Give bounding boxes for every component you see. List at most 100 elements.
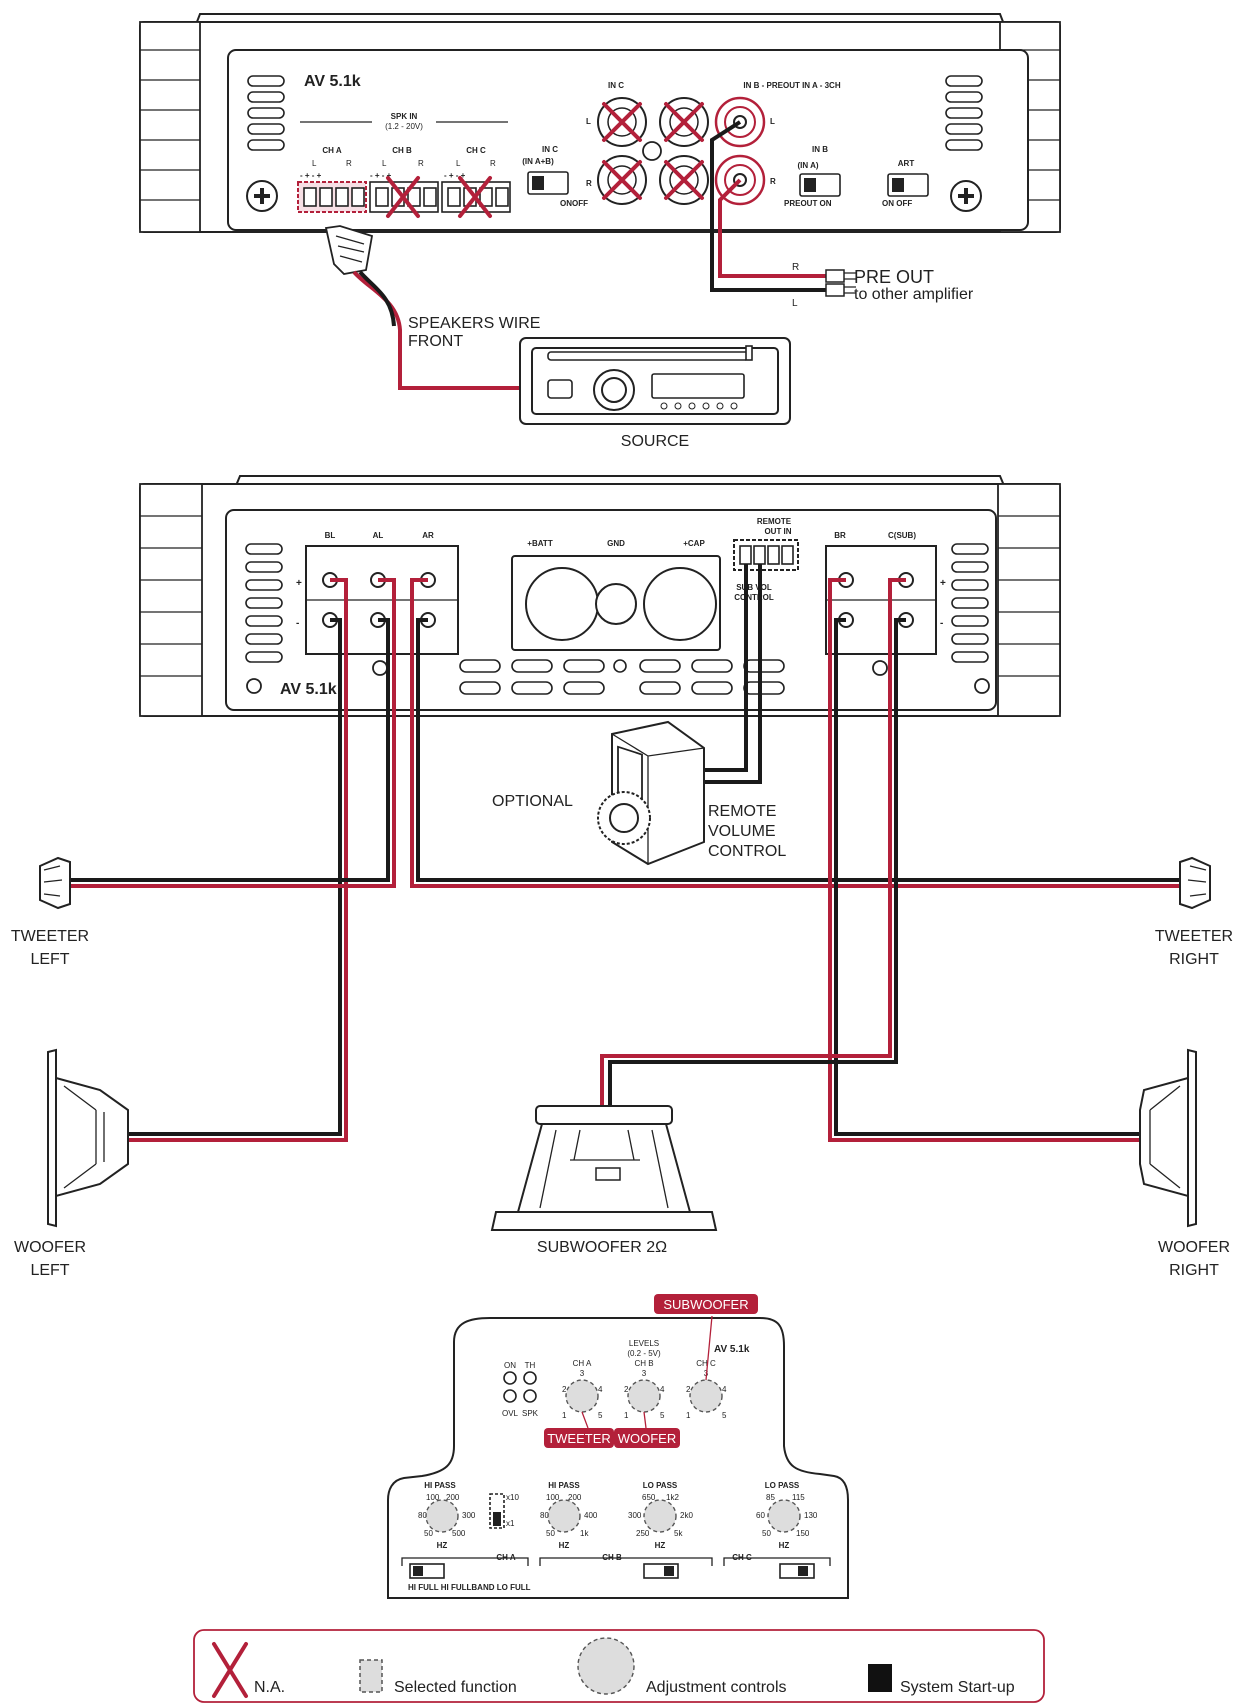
hz-mark: 200 bbox=[568, 1493, 582, 1502]
level-mark: 4 bbox=[660, 1385, 665, 1394]
bl-label: BL bbox=[325, 531, 336, 540]
amp-bottom-model: AV 5.1k bbox=[280, 681, 337, 698]
tweeter-right-label: TWEETER bbox=[1155, 928, 1233, 945]
art-switch-pos: ON OFF bbox=[882, 199, 912, 208]
level-ch-a-knob[interactable] bbox=[565, 1379, 599, 1413]
led-spk-indicator bbox=[523, 1389, 537, 1403]
preout-r: R bbox=[770, 177, 776, 186]
in-c-switch[interactable] bbox=[527, 171, 569, 195]
levels-label: LEVELS bbox=[629, 1339, 659, 1348]
legend-na: N.A. bbox=[254, 1679, 285, 1696]
in-b-sub: (IN A) bbox=[797, 161, 818, 170]
batt-label: +BATT bbox=[527, 539, 553, 548]
pre-out-title: PRE OUT bbox=[854, 267, 934, 287]
x10-x1-switch[interactable] bbox=[489, 1493, 505, 1529]
level-ch-b-label: CH B bbox=[634, 1359, 653, 1368]
ch-a-mode-switch[interactable] bbox=[409, 1563, 445, 1579]
woofer-left-icon bbox=[47, 1048, 129, 1228]
plus-sign: + bbox=[296, 578, 302, 589]
not-available-x-icon bbox=[458, 176, 492, 218]
level-ch-c-knob[interactable] bbox=[689, 1379, 723, 1413]
sub-vol-label: SUB VOL bbox=[736, 583, 772, 592]
panel-model: AV 5.1k bbox=[714, 1344, 750, 1355]
preout-l: L bbox=[770, 117, 775, 126]
adjustment-controls-icon bbox=[577, 1637, 635, 1695]
speaker-wire-front bbox=[324, 225, 520, 390]
hz-mark: 500 bbox=[452, 1529, 466, 1538]
power-terminal-batt[interactable] bbox=[525, 567, 599, 641]
hz-mark: 50 bbox=[762, 1529, 771, 1538]
in-c-switch-pos: ONOFF bbox=[560, 199, 588, 208]
gnd-label: GND bbox=[607, 539, 625, 548]
led-ovl-label: OVL bbox=[502, 1409, 519, 1418]
hi-pass-a-knob[interactable] bbox=[425, 1499, 459, 1533]
screw-icon bbox=[246, 180, 278, 212]
levels-range: (0.2 - 5V) bbox=[627, 1349, 661, 1358]
vent-slots-bottom-right bbox=[951, 543, 989, 663]
level-mark: 5 bbox=[722, 1411, 727, 1420]
lo-pass-c-knob[interactable] bbox=[767, 1499, 801, 1533]
preout-r-label: R bbox=[792, 262, 799, 273]
led-th-label: TH bbox=[525, 1361, 536, 1370]
level-mark: 2 bbox=[562, 1385, 567, 1394]
ch-c-panel-label: CH C bbox=[732, 1553, 752, 1562]
remote-label: REMOTE bbox=[757, 517, 792, 526]
level-mark: 2 bbox=[686, 1385, 691, 1394]
not-available-x-icon bbox=[602, 102, 704, 200]
spk-in-label: SPK IN bbox=[391, 112, 418, 121]
level-ch-b-knob[interactable] bbox=[627, 1379, 661, 1413]
power-terminal-gnd[interactable] bbox=[595, 583, 637, 625]
spk-in-terminal-ch-a[interactable] bbox=[297, 181, 367, 213]
ch-a-l: L bbox=[312, 159, 317, 168]
remote-out-in-label: OUT IN bbox=[764, 527, 791, 536]
woofer-left-label-2: LEFT bbox=[30, 1262, 69, 1279]
level-mark: 1 bbox=[562, 1411, 567, 1420]
in-b-switch[interactable] bbox=[799, 173, 841, 197]
ch-b-r: R bbox=[418, 159, 424, 168]
power-terminal-cap[interactable] bbox=[643, 567, 717, 641]
legend-selected: Selected function bbox=[394, 1679, 517, 1696]
x10-label: x10 bbox=[506, 1493, 519, 1502]
hz-mark: 200 bbox=[446, 1493, 460, 1502]
ch-a-panel-label: CH A bbox=[496, 1553, 515, 1562]
spk-in-range: (1.2 - 20V) bbox=[385, 122, 423, 131]
art-switch[interactable] bbox=[887, 173, 929, 197]
art-label: ART bbox=[898, 159, 915, 168]
cap-label: +CAP bbox=[683, 539, 705, 548]
level-ch-a-label: CH A bbox=[573, 1359, 592, 1368]
hz-mark: 80 bbox=[540, 1511, 549, 1520]
level-mark: 3 bbox=[642, 1369, 647, 1378]
hi-pass-b-knob[interactable] bbox=[547, 1499, 581, 1533]
lo-pass-c-label: LO PASS bbox=[765, 1481, 800, 1490]
selected-function-icon bbox=[359, 1659, 383, 1693]
subwoofer-tag: SUBWOOFER bbox=[654, 1294, 758, 1314]
hz-mark: 80 bbox=[418, 1511, 427, 1520]
in-c-l: L bbox=[586, 117, 591, 126]
subwoofer-tag-text: SUBWOOFER bbox=[663, 1297, 748, 1312]
preout-cables bbox=[710, 120, 856, 297]
source-label: SOURCE bbox=[621, 433, 689, 450]
hz-mark: 300 bbox=[628, 1511, 642, 1520]
legend: N.A. Selected function Adjustment contro… bbox=[193, 1629, 1045, 1703]
vent-slots-bottom-center bbox=[459, 659, 785, 695]
ar-label: AR bbox=[422, 531, 434, 540]
level-mark: 4 bbox=[598, 1385, 603, 1394]
tweeter-right-icon bbox=[1179, 856, 1211, 910]
level-mark: 2 bbox=[624, 1385, 629, 1394]
remote-connector[interactable] bbox=[733, 539, 799, 571]
speakers-wire-label-2: FRONT bbox=[408, 333, 463, 350]
ch-b-mode-switch[interactable] bbox=[643, 1563, 679, 1579]
lo-pass-b-knob[interactable] bbox=[643, 1499, 677, 1533]
hi-pass-a-label: HI PASS bbox=[424, 1481, 456, 1490]
tweeter-right-label-2: RIGHT bbox=[1169, 951, 1219, 968]
hz-mark: 85 bbox=[766, 1493, 775, 1502]
woofer-tag-text: WOOFER bbox=[618, 1431, 677, 1446]
ch-c-mode-switch[interactable] bbox=[779, 1563, 815, 1579]
preout-l-label: L bbox=[792, 298, 798, 309]
remote-volume-label-3: CONTROL bbox=[708, 843, 786, 860]
x1-label: x1 bbox=[506, 1519, 515, 1528]
control-label: CONTROL bbox=[734, 593, 774, 602]
hz-mark: 650 bbox=[642, 1493, 656, 1502]
woofer-right-label: WOOFER bbox=[1158, 1239, 1230, 1256]
remote-volume-label-2: VOLUME bbox=[708, 823, 776, 840]
